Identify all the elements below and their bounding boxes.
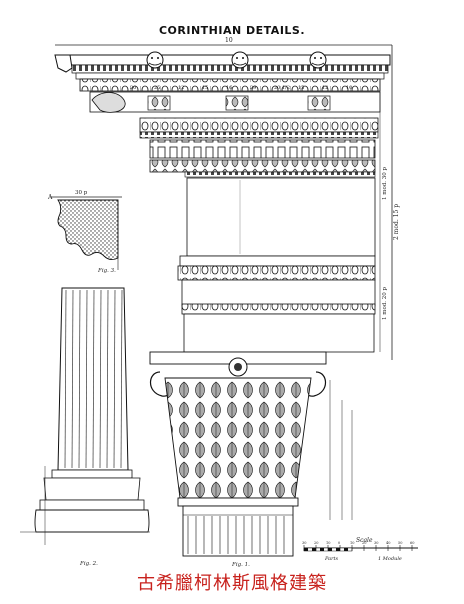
flute-line bbox=[120, 289, 123, 469]
scale-tick-label: 20 bbox=[314, 541, 318, 545]
top-dimension-marks: 20 25 12 15 16 29 20 1/2 15 12 10 bbox=[130, 85, 352, 91]
right-height-label: 2 mod. 15 p bbox=[393, 204, 400, 240]
right-height-label-c: 1 mod. 20 p bbox=[382, 286, 388, 320]
flute-line bbox=[71, 289, 74, 469]
frieze bbox=[186, 177, 376, 257]
lion-head-icon bbox=[309, 51, 327, 69]
fig1-label: Fig. 1. bbox=[231, 562, 250, 568]
scale-label: Scale bbox=[356, 537, 373, 544]
leaf-band bbox=[149, 159, 376, 173]
flute-line bbox=[64, 289, 67, 469]
flute-line bbox=[92, 289, 95, 469]
column-flutes bbox=[64, 289, 123, 469]
top-dimension-mark: 20 1/2 bbox=[274, 85, 290, 91]
cornice bbox=[54, 51, 391, 92]
top-dimension-mark: 12 bbox=[178, 85, 184, 91]
modillion-band bbox=[89, 91, 381, 113]
figure-1-capital: Fig. 1. bbox=[149, 351, 353, 568]
flute-line bbox=[113, 289, 116, 469]
top-dimension-mark: 15 bbox=[298, 85, 304, 91]
fig3-width-label: 30 p bbox=[75, 190, 88, 196]
scale-tick-label: 30 bbox=[374, 541, 378, 545]
scale-parts-label: Parts bbox=[324, 556, 339, 562]
right-height-label-b: 1 mod. 30 p bbox=[382, 166, 388, 200]
flute-line bbox=[106, 289, 109, 469]
top-dimension-mark: 25 bbox=[154, 85, 160, 91]
fig2-label: Fig. 2. bbox=[79, 561, 98, 567]
top-dimension-mark: 12 bbox=[322, 85, 328, 91]
top-dimension-mark: 20 bbox=[130, 85, 136, 91]
dentil-band bbox=[149, 139, 376, 159]
egg-dart-band bbox=[139, 117, 379, 133]
flute-line bbox=[99, 289, 102, 469]
mark-a: A bbox=[47, 194, 53, 201]
scale-tick-label: 40 bbox=[386, 541, 390, 545]
capital-shaft bbox=[182, 505, 294, 557]
scale-module-label: 1 Module bbox=[378, 556, 402, 562]
flute-line bbox=[78, 289, 81, 469]
lion-head-icon bbox=[146, 51, 164, 69]
chinese-caption: 古希臘柯林斯風格建築 bbox=[137, 573, 327, 594]
cornice-profile bbox=[54, 54, 73, 73]
top-dimension-mark: 15 bbox=[202, 85, 208, 91]
scale-tick-label: 60 bbox=[410, 541, 414, 545]
top-dimension-mark: 16 bbox=[226, 85, 232, 91]
scale-tick-label: 0 bbox=[338, 541, 340, 545]
scale-tick-label: 10 bbox=[350, 541, 354, 545]
scale-tick-label: 30 bbox=[302, 541, 306, 545]
architrave-fascia bbox=[179, 255, 376, 267]
scale-tick-label: 50 bbox=[398, 541, 402, 545]
top-dimension-mark: 29 bbox=[250, 85, 256, 91]
modillion-scroll bbox=[91, 92, 126, 113]
top-dimension-mark: 10 bbox=[346, 85, 352, 91]
scale-tick-label: 10 bbox=[326, 541, 330, 545]
bead-band bbox=[139, 131, 379, 139]
lion-head-icon bbox=[231, 51, 249, 69]
fig3-label: Fig. 3. bbox=[97, 268, 116, 274]
page-title: CORINTHIAN DETAILS. bbox=[158, 24, 306, 37]
figure-3: A 30 p Fig. 3. bbox=[47, 190, 122, 274]
cornice-width-label: 10 bbox=[225, 37, 233, 44]
figure-2: Fig. 2. bbox=[20, 287, 150, 567]
scale-bar: Scale 30 20 10 0 10 20 30 40 50 60 Parts 1 Module bbox=[302, 537, 418, 562]
acanthus-leaves bbox=[164, 377, 312, 499]
scale-tick-label: 20 bbox=[362, 541, 366, 545]
flute-line bbox=[85, 289, 88, 469]
